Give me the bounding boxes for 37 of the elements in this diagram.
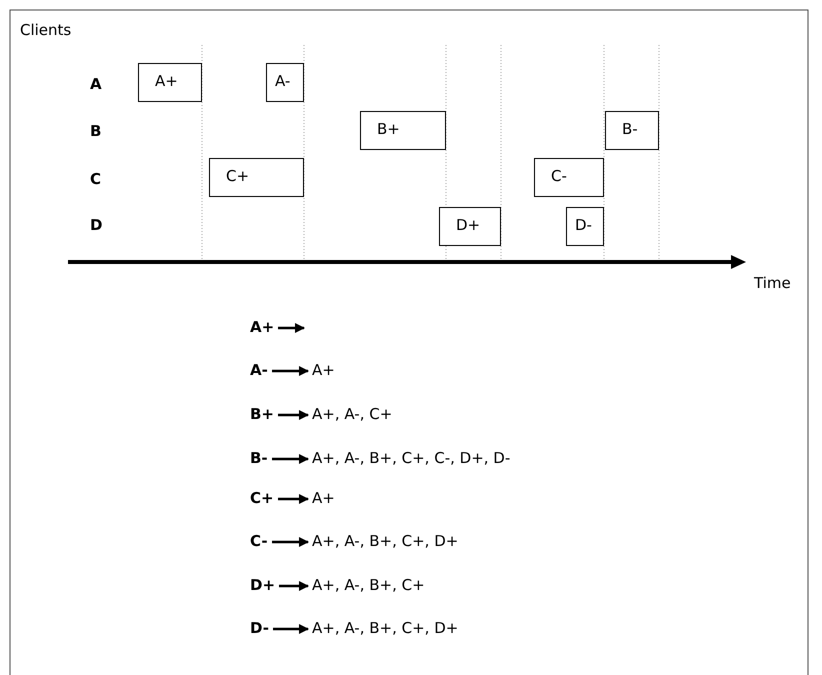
axis-title: Clients xyxy=(20,21,72,39)
arrow xyxy=(278,494,309,504)
interval-box: C- xyxy=(534,158,604,197)
interval-box: D- xyxy=(566,207,604,246)
dependency-list: A+, A-, B+, C+ xyxy=(312,576,425,594)
operation-label: A- xyxy=(250,361,268,379)
operation-label: C+ xyxy=(250,489,274,507)
interval-box: A+ xyxy=(138,63,202,102)
axis-title: Time xyxy=(754,274,791,292)
arrow xyxy=(278,410,309,420)
row-label: B xyxy=(90,122,102,140)
operation-label: B- xyxy=(250,449,268,467)
interval-box: C+ xyxy=(209,158,304,197)
arrow xyxy=(279,581,309,591)
arrow xyxy=(272,366,309,376)
interval-box: D+ xyxy=(439,207,501,246)
dependency-list: A+, A-, B+, C+, D+ xyxy=(312,619,458,637)
operation-label: B+ xyxy=(250,405,274,423)
operation-label: A+ xyxy=(250,318,274,336)
dependency-list: A+, A-, C+ xyxy=(312,405,392,423)
row-label: A xyxy=(90,75,102,93)
interval-box: A- xyxy=(266,63,304,102)
dependency-list: A+ xyxy=(312,489,335,507)
arrow xyxy=(272,454,309,464)
row-label: C xyxy=(90,170,102,188)
row-label: D xyxy=(90,216,102,234)
operation-label: D+ xyxy=(250,576,276,594)
interval-box: B+ xyxy=(360,111,446,150)
interval-box: B- xyxy=(605,111,659,150)
dependency-list: A+ xyxy=(312,361,335,379)
arrow xyxy=(273,624,309,634)
operation-label: D- xyxy=(250,619,269,637)
arrow xyxy=(272,537,309,547)
dependency-list: A+, A-, B+, C+, D+ xyxy=(312,532,458,550)
dependency-list: A+, A-, B+, C+, C-, D+, D- xyxy=(312,449,510,467)
arrow xyxy=(278,323,305,333)
operation-label: C- xyxy=(250,532,268,550)
